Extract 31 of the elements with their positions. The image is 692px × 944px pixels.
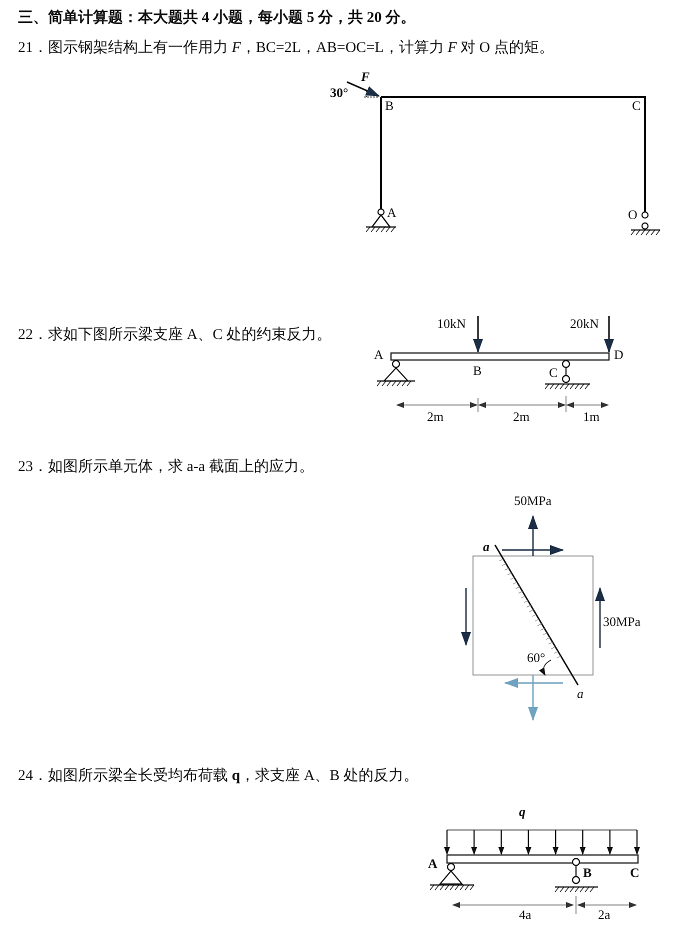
section-label: a (483, 540, 490, 554)
point-label: A (428, 857, 438, 872)
point-label: B (583, 866, 592, 880)
stress-label: 50MPa (514, 494, 552, 508)
angle-label: 60° (527, 651, 546, 666)
dimension-label: 2m (513, 410, 530, 424)
force-label: 20kN (570, 317, 599, 332)
section-label: a (577, 687, 584, 702)
point-label: C (632, 99, 641, 114)
section-heading: 三、简单计算题：本大题共 4 小题，每小题 5 分，共 20 分。 (18, 10, 416, 26)
angle-label: 30° (330, 86, 348, 100)
point-label: B (385, 99, 394, 114)
dimension-label: 1m (583, 410, 600, 424)
question-text: 23．如图所示单元体，求 a-a 截面上的应力。 (18, 459, 314, 476)
dimension-label: 4a (519, 908, 532, 922)
point-label: A (374, 348, 384, 362)
force-label: 10kN (437, 317, 466, 332)
question-text: 21．图示钢架结构上有一作用力 F，BC=2L，AB=OC=L，计算力 F 对 O 点的矩。 (18, 40, 554, 56)
point-label: C (549, 366, 558, 380)
dimension-label: 2a (598, 908, 610, 922)
point-label: B (473, 364, 482, 378)
point-label: D (614, 348, 624, 362)
load-label: q (519, 805, 526, 820)
force-label: F (361, 70, 370, 84)
stress-label: 30MPa (603, 615, 641, 630)
point-label: C (630, 866, 640, 880)
dimension-label: 2m (427, 410, 444, 424)
question-text: 24．如图所示梁全长受均布荷载 q，求支座 A、B 处的反力。 (18, 768, 418, 784)
point-label: A (387, 206, 396, 220)
question-text: 22．求如下图所示梁支座 A、C 处的约束反力。 (18, 327, 332, 344)
point-label: O (628, 208, 638, 222)
